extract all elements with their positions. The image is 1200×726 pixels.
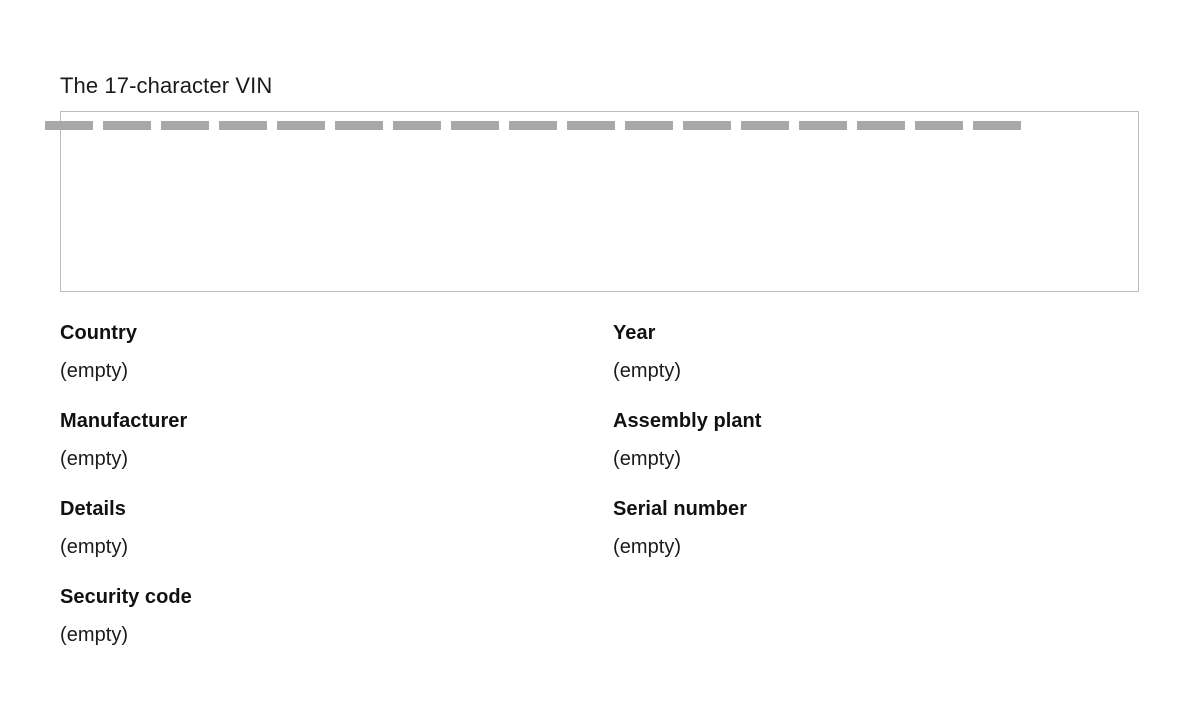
field-label: Manufacturer — [60, 410, 188, 432]
field-value: (empty) — [60, 536, 129, 558]
vin-slot-char — [625, 121, 673, 130]
vin-slot[interactable] — [625, 121, 673, 130]
vin-slot-char — [451, 121, 499, 130]
field-security-code: Security code (empty) — [60, 584, 613, 672]
vin-slot-char — [741, 121, 789, 130]
vin-slot-char — [973, 121, 1021, 130]
field-label: Serial number — [613, 498, 748, 520]
field-country: Country (empty) — [60, 320, 613, 408]
vin-slot[interactable] — [857, 121, 905, 130]
field-year: Year (empty) — [613, 320, 1140, 408]
vin-slot-char — [219, 121, 267, 130]
vin-slot[interactable] — [219, 121, 267, 130]
vin-slot[interactable] — [103, 121, 151, 130]
field-manufacturer: Manufacturer (empty) — [60, 408, 613, 496]
vin-slot-char — [161, 121, 209, 130]
vin-slot[interactable] — [335, 121, 383, 130]
vin-slot-char — [509, 121, 557, 130]
vin-slot-char — [393, 121, 441, 130]
vin-slot-char — [683, 121, 731, 130]
field-label: Security code — [60, 586, 192, 608]
vin-input-box[interactable] — [60, 111, 1139, 292]
vin-slot[interactable] — [509, 121, 557, 130]
vin-slot[interactable] — [161, 121, 209, 130]
field-value: (empty) — [60, 360, 129, 382]
field-serial-number: Serial number (empty) — [613, 496, 1140, 584]
vin-slot-char — [103, 121, 151, 130]
vin-slot[interactable] — [799, 121, 847, 130]
field-label: Details — [60, 498, 126, 520]
field-value: (empty) — [613, 448, 682, 470]
vin-slot[interactable] — [741, 121, 789, 130]
vin-character-slots[interactable] — [45, 121, 1021, 130]
vin-slot-char — [567, 121, 615, 130]
field-value: (empty) — [60, 448, 129, 470]
field-label: Year — [613, 322, 656, 344]
vin-slot[interactable] — [45, 121, 93, 130]
vin-slot[interactable] — [277, 121, 325, 130]
vin-slot-char — [45, 121, 93, 130]
vin-slot[interactable] — [973, 121, 1021, 130]
vin-slot-char — [277, 121, 325, 130]
decoded-fields-grid: Country (empty) Year (empty) Manufacture… — [60, 320, 1140, 672]
field-value: (empty) — [60, 624, 129, 646]
vin-slot[interactable] — [567, 121, 615, 130]
vin-slot[interactable] — [683, 121, 731, 130]
vin-slot[interactable] — [915, 121, 963, 130]
field-value: (empty) — [613, 360, 682, 382]
page-title: The 17-character VIN — [60, 73, 273, 98]
vin-slot-char — [335, 121, 383, 130]
field-details: Details (empty) — [60, 496, 613, 584]
vin-slot[interactable] — [451, 121, 499, 130]
vin-slot[interactable] — [393, 121, 441, 130]
vin-slot-char — [857, 121, 905, 130]
field-label: Country — [60, 322, 138, 344]
vin-slot-char — [799, 121, 847, 130]
field-label: Assembly plant — [613, 410, 762, 432]
field-assembly-plant: Assembly plant (empty) — [613, 408, 1140, 496]
field-value: (empty) — [613, 536, 682, 558]
vin-slot-char — [915, 121, 963, 130]
